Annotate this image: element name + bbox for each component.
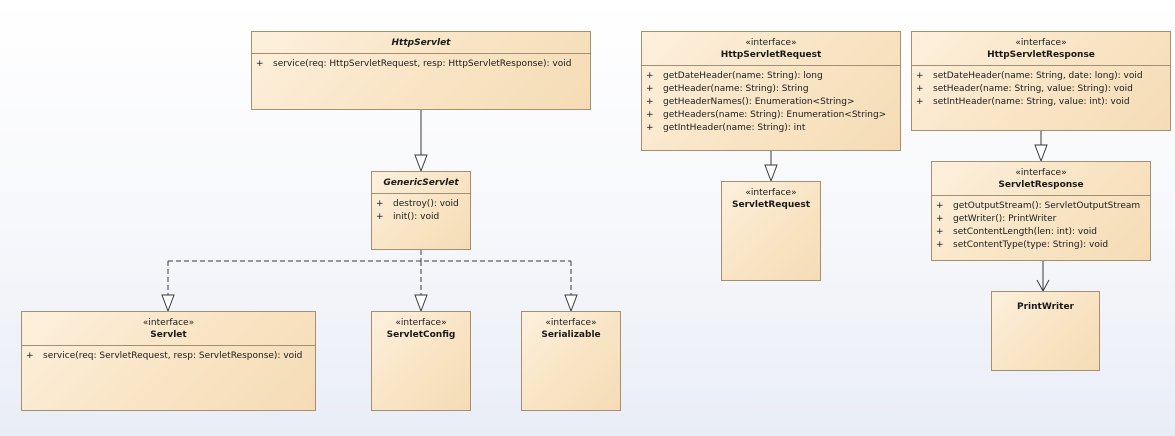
- operation-row: + setHeader(name: String, value: String)…: [916, 84, 1133, 94]
- operations-list: + getOutputStream(): ServletOutputStream…: [932, 196, 1150, 252]
- compartment-divider: [642, 65, 900, 66]
- compartment-divider: [22, 345, 315, 346]
- interface-servlet-response[interactable]: «interface» ServletResponse + getOutputS…: [931, 161, 1151, 261]
- generalization-arrowhead-response: [1034, 144, 1048, 163]
- operation-row: + service(req: ServletRequest, resp: Ser…: [26, 351, 303, 361]
- operation-row: + getHeaders(name: String): Enumeration<…: [646, 110, 887, 120]
- compartment-divider: [372, 193, 470, 194]
- generalization-arrowhead-request: [764, 164, 778, 183]
- operations-list: + getDateHeader(name: String): long + ge…: [642, 66, 900, 135]
- class-name: ServletRequest: [731, 200, 811, 210]
- operations-list: + service(req: ServletRequest, resp: Ser…: [22, 346, 315, 363]
- realization-arrowhead-servlet: [161, 294, 175, 313]
- class-name: HttpServletRequest: [720, 50, 822, 60]
- operations-list: + destroy(): void + init(): void: [372, 194, 470, 224]
- operation-row: + getIntHeader(name: String): int: [646, 123, 806, 133]
- operation-row: + getDateHeader(name: String): long: [646, 71, 823, 81]
- interface-servlet-request[interactable]: «interface» ServletRequest: [721, 181, 821, 281]
- realization-arrowhead-serializable: [564, 294, 578, 313]
- interface-serializable[interactable]: «interface» Serializable: [521, 311, 621, 411]
- interface-http-servlet-request[interactable]: «interface» HttpServletRequest + getDate…: [641, 31, 901, 151]
- class-http-servlet[interactable]: HttpServlet + service(req: HttpServletRe…: [251, 31, 591, 110]
- class-name: Servlet: [150, 330, 187, 340]
- generalization-arrowhead: [414, 154, 428, 173]
- operation-row: + setDateHeader(name: String, date: long…: [916, 71, 1143, 81]
- compartment-divider: [252, 53, 590, 54]
- compartment-divider: [912, 65, 1170, 66]
- stereotype-label: «interface»: [1015, 38, 1067, 48]
- compartment-divider: [932, 195, 1150, 196]
- operation-row: + getWriter(): PrintWriter: [936, 214, 1057, 224]
- operation-row: + getHeader(name: String): String: [646, 84, 809, 94]
- class-print-writer[interactable]: PrintWriter: [991, 291, 1100, 371]
- class-name: HttpServletResponse: [987, 50, 1095, 60]
- class-name: Serializable: [541, 330, 601, 340]
- realization-arrowhead-servletconfig: [414, 294, 428, 313]
- stereotype-label: «interface»: [745, 38, 797, 48]
- class-name: ServletConfig: [386, 330, 456, 340]
- operation-row: + getHeaderNames(): Enumeration<String>: [646, 97, 855, 107]
- stereotype-label: «interface»: [745, 188, 797, 198]
- operation-row: + init(): void: [376, 212, 440, 222]
- stereotype-label: «interface»: [395, 318, 447, 328]
- class-generic-servlet[interactable]: GenericServlet + destroy(): void + init(…: [371, 171, 471, 250]
- operation-row: + setContentLength(len: int): void: [936, 227, 1097, 237]
- class-name: ServletResponse: [998, 180, 1084, 190]
- operations-list: + service(req: HttpServletRequest, resp:…: [252, 54, 590, 71]
- class-name: PrintWriter: [1017, 302, 1074, 312]
- operation-row: + getOutputStream(): ServletOutputStream: [936, 201, 1141, 211]
- class-name: HttpServlet: [391, 38, 451, 48]
- operation-row: + service(req: HttpServletRequest, resp:…: [256, 59, 572, 69]
- stereotype-label: «interface»: [142, 318, 195, 328]
- operation-row: + setContentType(type: String): void: [936, 240, 1109, 250]
- interface-servlet[interactable]: «interface» Servlet + service(req: Servl…: [21, 311, 316, 411]
- operations-list: + setDateHeader(name: String, date: long…: [912, 66, 1170, 109]
- operation-row: + destroy(): void: [376, 199, 459, 209]
- class-name: GenericServlet: [383, 178, 459, 188]
- interface-servlet-config[interactable]: «interface» ServletConfig: [371, 311, 471, 411]
- stereotype-label: «interface»: [545, 318, 597, 328]
- stereotype-label: «interface»: [1015, 168, 1067, 178]
- interface-http-servlet-response[interactable]: «interface» HttpServletResponse + setDat…: [911, 31, 1171, 131]
- operation-row: + setIntHeader(name: String, value: int)…: [916, 97, 1130, 107]
